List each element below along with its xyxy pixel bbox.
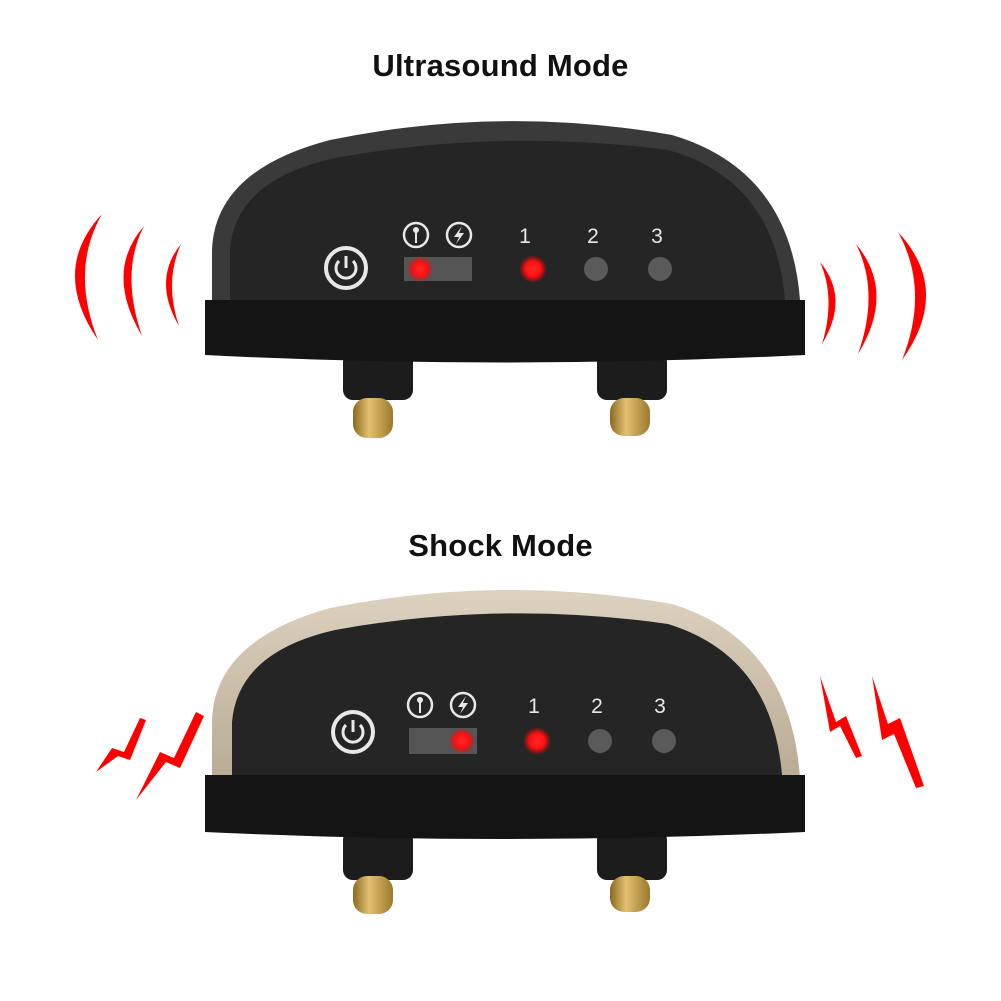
level-label-1: 1: [528, 695, 540, 718]
level-label-1: 1: [519, 225, 531, 248]
contact-pin-left: [343, 830, 413, 914]
level-led-2: [584, 257, 608, 281]
lightning-bolts-left-icon: [96, 712, 204, 800]
sound-waves-right-icon: [820, 232, 927, 360]
level-label-3: 3: [651, 225, 663, 248]
level-led-1: [523, 727, 551, 755]
level-label-3: 3: [654, 695, 666, 718]
level-led-3: [648, 257, 672, 281]
lightning-icon: [449, 691, 477, 719]
contact-pin-right: [597, 352, 667, 436]
ultrasound-mode-led: [407, 256, 433, 282]
shock-mode-title: Shock Mode: [408, 528, 593, 563]
contact-pin-right: [597, 830, 667, 912]
lightning-bolts-right-icon: [820, 676, 924, 788]
level-led-3: [652, 729, 676, 753]
ultrasound-icon: [406, 691, 434, 719]
ultrasound-mode-title: Ultrasound Mode: [372, 48, 629, 83]
contact-pin-left: [343, 352, 413, 438]
level-led-2: [588, 729, 612, 753]
shock-mode-led: [449, 728, 475, 754]
power-button[interactable]: [331, 710, 375, 754]
ultrasound-icon: [402, 221, 430, 249]
sound-waves-left-icon: [74, 214, 181, 340]
lightning-icon: [445, 221, 473, 249]
collar-receiver-shock: 1 2 3: [0, 470, 1001, 1001]
level-led-1: [519, 255, 547, 283]
level-label-2: 2: [591, 695, 603, 718]
collar-receiver-ultrasound: 1 2 3: [0, 0, 1001, 470]
level-label-2: 2: [587, 225, 599, 248]
power-button[interactable]: [324, 246, 368, 290]
